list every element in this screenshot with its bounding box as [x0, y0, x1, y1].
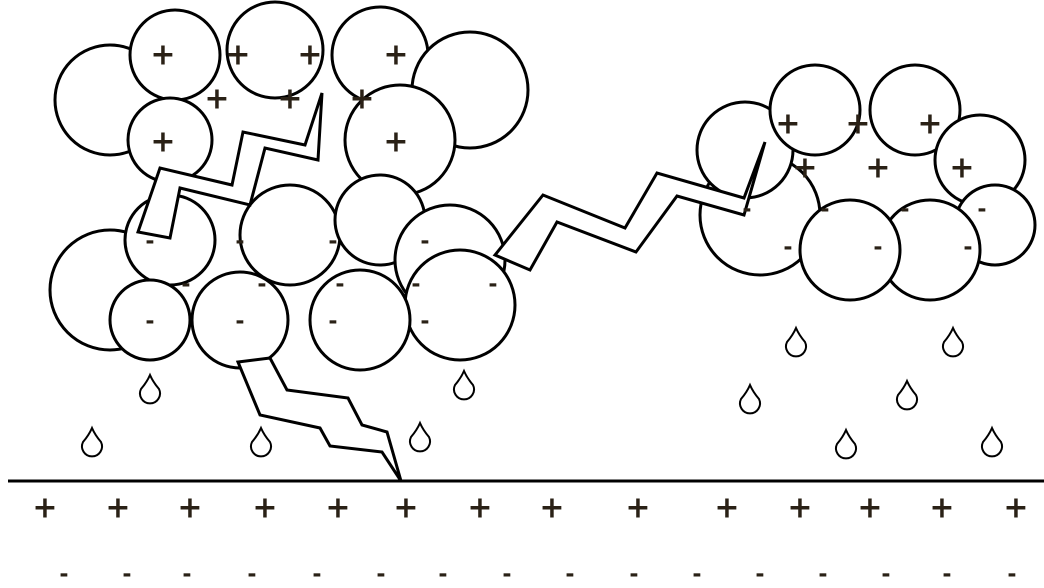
positive-charge-right-cloud-5: +: [949, 151, 974, 186]
negative-charge-left-cloud-lower-3: -: [420, 230, 429, 255]
negative-charge-ground-minus-0: -: [59, 563, 68, 588]
negative-charge-ground-minus-4: -: [312, 563, 321, 588]
raindrop-icon: [897, 381, 917, 409]
left-cloud-lower: [50, 175, 515, 370]
raindrop-icon: [410, 423, 430, 451]
positive-charge-ground-plus-12: +: [929, 491, 954, 526]
positive-charge-left-cloud-upper-1: +: [225, 38, 250, 73]
lightning-bolt-cloud-to-ground: [238, 358, 401, 481]
negative-charge-right-cloud-6: -: [742, 198, 751, 223]
positive-charge-left-cloud-upper-4: +: [204, 82, 229, 117]
positive-charge-ground-plus-10: +: [787, 491, 812, 526]
raindrop-icon: [982, 428, 1002, 456]
raindrop-icon: [836, 430, 856, 458]
negative-charge-ground-minus-3: -: [247, 563, 256, 588]
positive-charge-ground-plus-13: +: [1003, 491, 1028, 526]
negative-charge-left-cloud-lower-4: -: [181, 273, 190, 298]
negative-charge-ground-minus-11: -: [755, 563, 764, 588]
negative-charge-ground-minus-2: -: [182, 563, 191, 588]
negative-charge-left-cloud-lower-8: -: [488, 273, 497, 298]
raindrop-icon: [786, 328, 806, 356]
positive-charge-right-cloud-0: +: [775, 107, 800, 142]
positive-charge-ground-plus-0: +: [32, 491, 57, 526]
positive-charge-left-cloud-upper-0: +: [150, 38, 175, 73]
positive-charge-ground-plus-9: +: [714, 491, 739, 526]
negative-charge-ground-minus-6: -: [438, 563, 447, 588]
negative-charge-ground-minus-10: -: [692, 563, 701, 588]
negative-charge-left-cloud-lower-12: -: [420, 310, 429, 335]
positive-charge-ground-plus-8: +: [625, 491, 650, 526]
negative-charge-ground-minus-5: -: [376, 563, 385, 588]
positive-charge-right-cloud-2: +: [917, 107, 942, 142]
negative-charge-left-cloud-lower-11: -: [328, 310, 337, 335]
positive-charge-left-cloud-upper-7: +: [150, 125, 175, 160]
positive-charge-left-cloud-upper-3: +: [383, 38, 408, 73]
negative-charge-ground-minus-14: -: [942, 563, 951, 588]
negative-charge-right-cloud-12: -: [963, 236, 972, 261]
negative-charge-ground-minus-7: -: [502, 563, 511, 588]
raindrop-icon: [943, 328, 963, 356]
negative-charge-left-cloud-lower-0: -: [145, 230, 154, 255]
raindrop-icon: [140, 375, 160, 403]
positive-charge-ground-plus-5: +: [393, 491, 418, 526]
negative-charge-right-cloud-9: -: [977, 198, 986, 223]
negative-charge-right-cloud-10: -: [783, 236, 792, 261]
negative-charge-left-cloud-lower-5: -: [257, 273, 266, 298]
negative-charge-left-cloud-lower-9: -: [145, 310, 154, 335]
positive-charge-right-cloud-4: +: [865, 151, 890, 186]
negative-charge-right-cloud-8: -: [900, 198, 909, 223]
negative-charge-left-cloud-lower-7: -: [411, 273, 420, 298]
negative-charge-right-cloud-7: -: [820, 198, 829, 223]
raindrop-icon: [82, 428, 102, 456]
negative-charge-ground-minus-9: -: [629, 563, 638, 588]
positive-charge-right-cloud-3: +: [792, 151, 817, 186]
raindrop-icon: [251, 428, 271, 456]
negative-charge-ground-minus-15: -: [1007, 563, 1016, 588]
positive-charge-left-cloud-upper-8: +: [383, 125, 408, 160]
positive-charge-left-cloud-upper-5: +: [277, 82, 302, 117]
positive-charge-ground-plus-6: +: [467, 491, 492, 526]
negative-charge-left-cloud-lower-2: -: [328, 230, 337, 255]
positive-charge-ground-plus-7: +: [539, 491, 564, 526]
negative-charge-ground-minus-8: -: [565, 563, 574, 588]
positive-charge-left-cloud-upper-2: +: [297, 38, 322, 73]
negative-charge-left-cloud-lower-6: -: [335, 273, 344, 298]
negative-charge-left-cloud-lower-10: -: [235, 310, 244, 335]
positive-charge-right-cloud-1: +: [845, 107, 870, 142]
negative-charge-ground-minus-12: -: [818, 563, 827, 588]
raindrop-icon: [740, 385, 760, 413]
negative-charge-ground-minus-1: -: [122, 563, 131, 588]
positive-charge-ground-plus-2: +: [177, 491, 202, 526]
positive-charge-ground-plus-1: +: [105, 491, 130, 526]
negative-charge-ground-minus-13: -: [881, 563, 890, 588]
raindrop-icon: [454, 371, 474, 399]
negative-charge-right-cloud-11: -: [873, 236, 882, 261]
positive-charge-left-cloud-upper-6: +: [349, 82, 374, 117]
positive-charge-ground-plus-3: +: [252, 491, 277, 526]
positive-charge-ground-plus-11: +: [857, 491, 882, 526]
positive-charge-ground-plus-4: +: [325, 491, 350, 526]
negative-charge-left-cloud-lower-1: -: [235, 230, 244, 255]
